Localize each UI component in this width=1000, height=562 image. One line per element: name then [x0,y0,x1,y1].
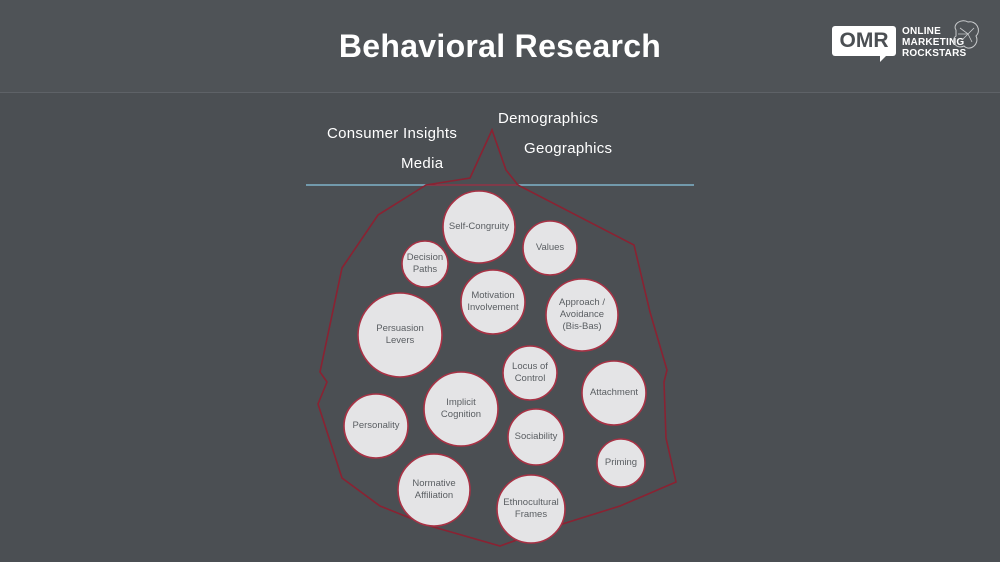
label-geographics: Geographics [524,140,613,157]
circle-label-self-congruity: Self-Congruity [448,221,510,232]
slide-title: Behavioral Research [338,28,662,64]
circle-motivation-involvement [460,269,526,335]
circle-approach-avoidance [545,278,619,352]
circle-persuasion-levers [357,292,443,378]
label-media: Media [401,155,444,172]
circle-group [343,190,647,544]
brand-line-1: ONLINE [902,26,941,37]
circle-label-personality: Personality [352,420,400,431]
circle-sociability [507,408,565,466]
circle-label-sociability: Sociability [514,431,558,442]
circle-decision-paths [401,240,449,288]
omr-logo: OMR ONLINE MARKETING ROCKSTARS [832,20,982,70]
circle-attachment [581,360,647,426]
circle-priming [596,438,646,488]
circle-implicit-cognition [423,371,499,447]
circle-label-approach-avoidance: Approach /Avoidance(Bis-Bas) [559,297,605,332]
circle-self-congruity [442,190,516,264]
circle-ethnocultural-frames [496,474,566,544]
circle-locus-of-control [502,345,558,401]
label-consumer-insights: Consumer Insights [327,125,458,142]
circle-normative-affiliation [397,453,471,527]
brand-line-2: MARKETING [902,37,965,48]
circle-label-priming: Priming [604,457,638,468]
circle-label-values: Values [535,242,565,253]
speech-bubble-tail [880,54,888,62]
circle-label-attachment: Attachment [589,387,639,398]
brain-icon [953,20,979,49]
omr-mark: OMR [832,26,896,56]
circle-values [522,220,578,276]
iceberg-tip-outline [425,127,519,186]
label-demographics: Demographics [498,110,599,127]
brand-line-3: ROCKSTARS [902,48,967,59]
circle-personality [343,393,409,459]
iceberg-body-outline [317,184,677,547]
